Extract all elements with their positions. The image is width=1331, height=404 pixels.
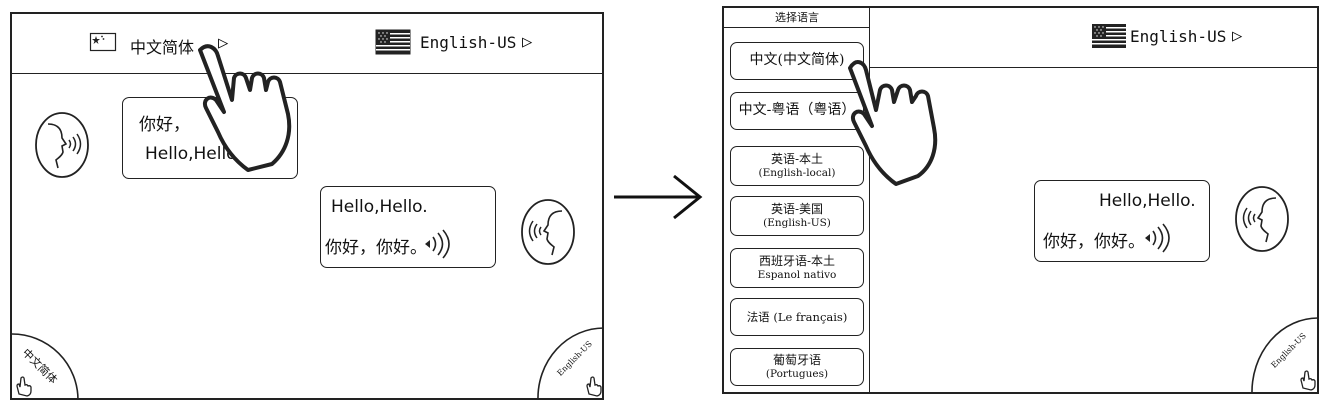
target-language-label: English-US — [1130, 27, 1227, 46]
pointing-hand-icon — [848, 60, 938, 186]
source-language-selector[interactable]: 中文简体 ▷ — [89, 32, 240, 57]
corner-target-button[interactable]: English-US — [534, 324, 605, 401]
target-language-caret-icon[interactable]: ▷ — [1232, 26, 1243, 46]
source-language-caret-icon[interactable]: ▷ — [218, 33, 229, 53]
china-flag-icon — [89, 32, 117, 52]
language-option-en-local[interactable]: 英语-本土 (English-local) — [730, 146, 864, 186]
us-flag-icon — [375, 29, 411, 55]
target-language-caret-icon[interactable]: ▷ — [522, 32, 533, 52]
bubble-source-line1: 你好， — [139, 115, 190, 135]
language-option-es-native[interactable]: 西班牙语-本土 Espanol nativo — [730, 248, 864, 288]
language-menu: 选择语言 中文(中文简体) 中文-粤语（粤语） 英语-本土 (English-l… — [724, 8, 870, 392]
speech-bubble-target: Hello,Hello. 你好，你好。 — [1034, 180, 1210, 262]
language-menu-title: 选择语言 — [724, 8, 870, 28]
target-language-selector[interactable]: English-US ▷ — [375, 29, 566, 56]
source-language-label: 中文简体 — [130, 38, 195, 57]
us-flag-icon — [1092, 24, 1126, 48]
target-language-selector[interactable]: English-US ▷ — [1092, 24, 1282, 50]
left-header: 中文简体 ▷ English-US ▷ — [12, 14, 602, 74]
tap-hand-icon — [586, 376, 602, 397]
speaking-head-icon — [35, 112, 89, 178]
right-arrow-icon — [614, 174, 703, 220]
corner-target-button[interactable]: English-US — [1248, 314, 1319, 395]
bubble-source-line2: Hello,Hello. — [145, 144, 242, 164]
sound-wave-icon — [1145, 223, 1170, 253]
sound-wave-icon — [425, 229, 450, 259]
corner-arc — [11, 333, 79, 401]
language-option-en-us[interactable]: 英语-美国 (English-US) — [730, 196, 864, 236]
speech-bubble-target: Hello,Hello. 你好，你好。 — [320, 186, 496, 268]
language-option-pt[interactable]: 葡萄牙语 (Portugues) — [730, 348, 864, 386]
bubble-target-line2: 你好，你好。 — [325, 238, 427, 258]
bubble-target-line1: Hello,Hello. — [331, 197, 428, 217]
tap-hand-icon — [16, 376, 32, 397]
corner-source-button[interactable]: 中文简体 — [11, 330, 82, 401]
bubble-target-line2: 你好，你好。 — [1043, 232, 1145, 252]
right-screen: 选择语言 中文(中文简体) 中文-粤语（粤语） 英语-本土 (English-l… — [722, 6, 1319, 395]
pointing-hand-icon — [198, 44, 292, 172]
corner-arc — [537, 327, 605, 401]
speaking-head-icon — [521, 199, 575, 265]
language-option-zh-hans[interactable]: 中文(中文简体) — [730, 42, 864, 80]
bubble-target-line1: Hello,Hello. — [1099, 191, 1196, 211]
language-option-fr[interactable]: 法语 (Le français) — [730, 298, 864, 336]
right-header: English-US ▷ — [870, 8, 1317, 68]
target-language-label: English-US — [420, 33, 517, 52]
language-option-cantonese[interactable]: 中文-粤语（粤语） — [730, 92, 864, 130]
speaking-head-icon — [1235, 186, 1289, 252]
tap-hand-icon — [1300, 370, 1316, 391]
left-screen: 中文简体 ▷ English-US ▷ — [10, 12, 605, 401]
corner-arc — [1251, 317, 1319, 395]
